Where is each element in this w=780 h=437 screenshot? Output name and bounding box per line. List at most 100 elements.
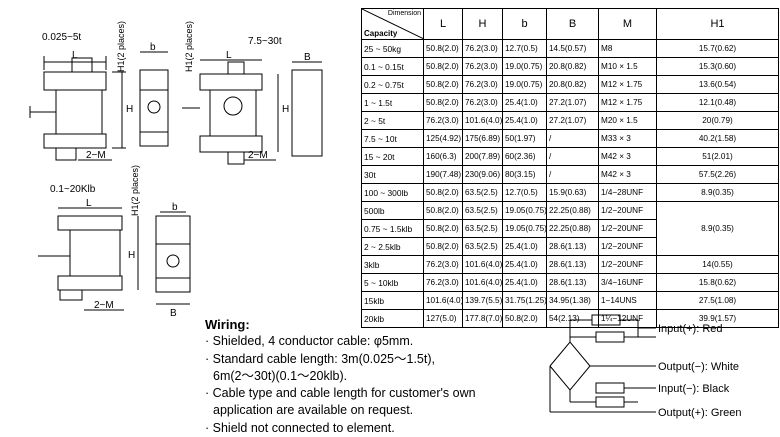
cell-L: 50.8(2.0) xyxy=(423,237,463,256)
drawing3-label-b: b xyxy=(172,202,178,213)
cell-capacity: 15klb xyxy=(361,291,424,310)
cell-M: 1/4−28UNF xyxy=(598,183,657,202)
cell-L: 50.8(2.0) xyxy=(423,75,463,94)
cell-M: 1/2−20UNF xyxy=(598,237,657,256)
cell-L: 50.8(2.0) xyxy=(423,183,463,202)
header-b: b xyxy=(502,8,547,40)
cell-L: 50.8(2.0) xyxy=(423,57,463,76)
cell-H: 76.2(3.0) xyxy=(462,75,503,94)
wiring-note: application are available on request. xyxy=(213,403,414,418)
cell-B: / xyxy=(546,147,599,166)
cell-B: / xyxy=(546,165,599,184)
cell-H1: 12.1(0.48) xyxy=(656,93,779,112)
drawing3-label-2M: 2−M xyxy=(94,300,114,311)
cell-H1: 27.5(1.08) xyxy=(656,291,779,310)
drawing1-label-L: L xyxy=(72,50,78,61)
wiring-note: 6m(2～30t)(0.1～20klb). xyxy=(213,368,348,383)
cell-b: 50.8(2.0) xyxy=(502,309,547,328)
cell-H: 76.2(3.0) xyxy=(462,93,503,112)
dimension-table: Dimension Capacity L H b B M H1 25 ~ 50k… xyxy=(361,8,779,328)
cell-M: M42 × 3 xyxy=(598,165,657,184)
cell-B: 34.95(1.38) xyxy=(546,291,599,310)
wiring-bridge-diagram: Input(+): Red Output(−): White Input(−):… xyxy=(549,314,741,419)
cell-H: 175(6.89) xyxy=(462,129,503,148)
cell-M: M42 × 3 xyxy=(598,147,657,166)
cell-B: 22.25(0.88) xyxy=(546,219,599,238)
cell-b: 19.0(0.75) xyxy=(502,75,547,94)
cell-H1: 51(2.01) xyxy=(656,147,779,166)
header-L: L xyxy=(423,8,463,40)
cell-H: 230(9.06) xyxy=(462,165,503,184)
cell-M: 1−14UNS xyxy=(598,291,657,310)
cell-M: 1¼−12UNF xyxy=(598,309,657,328)
wiring-note: · Shielded, 4 conductor cable: φ5mm. xyxy=(205,334,414,349)
cell-H1: 15.3(0.60) xyxy=(656,57,779,76)
drawing3-range: 0.1~20Klb xyxy=(50,184,96,195)
cell-H: 101.6(4.0) xyxy=(462,111,503,130)
drawing3-label-H: H xyxy=(128,250,135,261)
cell-M: M10 × 1.5 xyxy=(598,57,657,76)
cell-capacity: 2 ~ 5t xyxy=(361,111,424,130)
cell-B: 14.5(0.57) xyxy=(546,39,599,58)
cell-L: 125(4.92) xyxy=(423,129,463,148)
drawing1-label-2M: 2−M xyxy=(86,150,106,161)
cell-capacity: 15 ~ 20t xyxy=(361,147,424,166)
header-B: B xyxy=(546,8,599,40)
drawing2-label-2M: 2−M xyxy=(248,150,268,161)
cell-H: 200(7.89) xyxy=(462,147,503,166)
wiring-title: Wiring: xyxy=(205,317,250,332)
drawing1-range: 0.025~5t xyxy=(42,32,81,43)
cell-H: 101.6(4.0) xyxy=(462,255,503,274)
cell-H: 63.5(2.5) xyxy=(462,237,503,256)
drawing2-range: 7.5~30t xyxy=(248,36,282,47)
drawing3-label-L: L xyxy=(86,198,92,209)
cell-capacity: 3klb xyxy=(361,255,424,274)
cell-L: 50.8(2.0) xyxy=(423,93,463,112)
drawing3-label-H1: H1(2 places) xyxy=(130,165,140,216)
cell-H1: 20(0.79) xyxy=(656,111,779,130)
label-output-negative: Output(−): White xyxy=(658,361,739,373)
load-cell-drawings: 0.025~5t 7.5~30t 0.1~20Klb L H b 2−M H1(… xyxy=(29,21,323,319)
cell-L: 76.2(3.0) xyxy=(423,273,463,292)
cell-b: 80(3.15) xyxy=(502,165,547,184)
cell-capacity: 25 ~ 50kg xyxy=(361,39,424,58)
cell-capacity: 2 ~ 2.5klb xyxy=(361,237,424,256)
corner-capacity-label: Capacity xyxy=(364,29,398,38)
cell-b: 25.4(1.0) xyxy=(502,93,547,112)
cell-b: 19.0(0.75) xyxy=(502,57,547,76)
cell-H1: 15.8(0.62) xyxy=(656,273,779,292)
cell-capacity: 500lb xyxy=(361,201,424,220)
corner-dimension-label: Dimension xyxy=(387,10,421,17)
cell-capacity: 0.1 ~ 0.15t xyxy=(361,57,424,76)
drawing2-label-L: L xyxy=(226,50,232,61)
label-input-negative: Input(−): Black xyxy=(658,383,730,395)
drawing1-label-b: b xyxy=(150,42,156,53)
cell-M: M12 × 1.75 xyxy=(598,75,657,94)
cell-M: 3/4−16UNF xyxy=(598,273,657,292)
cell-capacity: 0.75 ~ 1.5klb xyxy=(361,219,424,238)
cell-B: 28.6(1.13) xyxy=(546,255,599,274)
cell-capacity: 100 ~ 300lb xyxy=(361,183,424,202)
cell-L: 76.2(3.0) xyxy=(423,255,463,274)
cell-M: 1/2−20UNF xyxy=(598,219,657,238)
cell-H1: 14(0.55) xyxy=(656,255,779,274)
cell-H1: 15.7(0.62) xyxy=(656,39,779,58)
cell-M: M8 xyxy=(598,39,657,58)
drawing2-label-B: B xyxy=(304,52,311,63)
cell-b: 31.75(1.25) xyxy=(502,291,547,310)
cell-B: 20.8(0.82) xyxy=(546,57,599,76)
cell-H: 63.5(2.5) xyxy=(462,219,503,238)
cell-M: M12 × 1.75 xyxy=(598,93,657,112)
